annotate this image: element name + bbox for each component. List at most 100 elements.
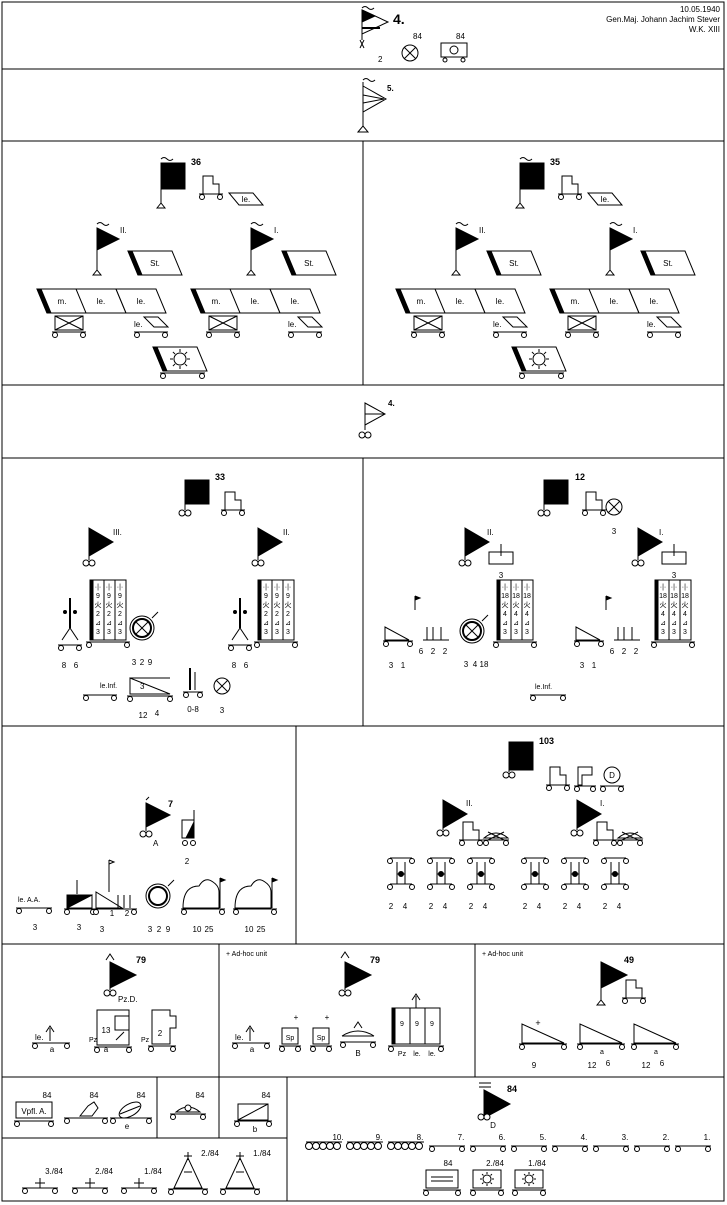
count-num: 13 bbox=[102, 1026, 111, 1035]
division-number: 4. bbox=[393, 11, 405, 27]
company-value: 3 bbox=[683, 629, 687, 636]
wheel-icon bbox=[631, 1044, 637, 1050]
company-value: ·|· bbox=[95, 584, 101, 591]
company-box: le. bbox=[474, 288, 526, 314]
supply-column-icon: 3./84 bbox=[22, 1167, 63, 1194]
wheel-icon bbox=[647, 332, 653, 338]
gun-num: 18 bbox=[480, 660, 489, 669]
b-label: b bbox=[253, 1125, 258, 1134]
wheel-icon bbox=[167, 696, 173, 702]
pioneer-icon: 3 bbox=[64, 880, 96, 932]
flag-icon bbox=[251, 527, 283, 567]
wheel-icon bbox=[689, 642, 695, 648]
supply-column-icon: 5. bbox=[511, 1133, 547, 1152]
flag-icon bbox=[139, 802, 172, 838]
unit-label: le. bbox=[97, 297, 105, 306]
staff-company-box: St. bbox=[127, 250, 183, 276]
company-value: 9 bbox=[107, 593, 111, 600]
rifle-regiment-12: 123II.3I.3·|·18火4⊿3·|·18火4⊿3·|·18火4⊿3·|·… bbox=[383, 472, 695, 701]
battalion-number: 79 bbox=[370, 955, 380, 965]
wheel-icon bbox=[234, 1121, 240, 1127]
wheel-icon bbox=[637, 840, 643, 846]
medical-icon: 84e bbox=[110, 1091, 152, 1131]
gun-num: 2 bbox=[140, 658, 145, 667]
battalion-label: III. bbox=[113, 528, 122, 537]
gun-num: 9 bbox=[148, 658, 153, 667]
wheel-icon bbox=[219, 909, 225, 915]
wheel-icon bbox=[80, 332, 86, 338]
unit-num: 84 bbox=[262, 1091, 271, 1100]
art-num: 10 bbox=[245, 925, 254, 934]
light-section-box: le. bbox=[227, 192, 265, 206]
flag-icon bbox=[436, 799, 468, 837]
wheel-icon bbox=[228, 645, 234, 651]
unit-label: le. bbox=[650, 297, 658, 306]
small-tank-icon bbox=[501, 316, 529, 328]
battery-num: 4 bbox=[537, 902, 542, 911]
company-box: m. bbox=[36, 288, 88, 314]
flak-num: 12 bbox=[642, 1061, 651, 1070]
misc-num: 2 bbox=[443, 647, 448, 656]
unit-label: le. bbox=[251, 297, 259, 306]
box-label: 84 bbox=[444, 1159, 453, 1168]
wheel-icon bbox=[102, 1188, 108, 1194]
company-value: 火 bbox=[106, 601, 113, 609]
company-num: 9 bbox=[400, 1021, 404, 1028]
unit-label: m. bbox=[58, 297, 67, 306]
wheel-icon bbox=[675, 332, 681, 338]
sub-label: 2 bbox=[185, 857, 190, 866]
pioneer-num: 12 bbox=[139, 711, 148, 720]
company-value: ·|· bbox=[263, 584, 269, 591]
flag-icon bbox=[91, 222, 121, 276]
wheel-icon bbox=[183, 692, 189, 698]
a-label: a bbox=[104, 1045, 109, 1054]
flag-icon bbox=[570, 799, 602, 837]
le-inf-label: le.Inf. bbox=[535, 684, 552, 691]
light-label: le. bbox=[647, 320, 655, 329]
gun-num: 3 bbox=[148, 925, 153, 934]
company-value: 火 bbox=[524, 601, 531, 609]
column-label: 10. bbox=[332, 1133, 343, 1142]
supply-column-icon: 1. bbox=[675, 1133, 711, 1152]
wheel-icon bbox=[439, 332, 445, 338]
wheel-icon bbox=[493, 332, 499, 338]
company-value: ·|· bbox=[513, 584, 519, 591]
unit-label: le. bbox=[291, 297, 299, 306]
flag-icon bbox=[245, 222, 275, 276]
flag-icon bbox=[595, 961, 629, 1006]
wheel-icon bbox=[370, 1042, 376, 1048]
company-value: 4 bbox=[672, 611, 676, 618]
pio-num: 3 bbox=[77, 923, 82, 932]
wk-text: W.K. XIII bbox=[689, 25, 720, 34]
company-value: 3 bbox=[525, 629, 529, 636]
company-value: 18 bbox=[670, 593, 678, 600]
wheel-icon bbox=[503, 840, 509, 846]
wheel-icon bbox=[310, 1046, 316, 1052]
tent-icon: 2./84 bbox=[168, 1149, 219, 1195]
staff-company-box: St. bbox=[486, 250, 542, 276]
wheel-icon bbox=[93, 909, 99, 915]
wheel-icon bbox=[72, 1188, 78, 1194]
flag-icon bbox=[631, 527, 663, 567]
wheel-icon bbox=[560, 695, 566, 701]
flak-num: 6 bbox=[606, 1059, 611, 1068]
hq-vehicle-icon bbox=[558, 175, 582, 200]
count-num: 2 bbox=[158, 1029, 163, 1038]
aa-label: le. A.A. bbox=[18, 897, 40, 904]
battalion-label: II. bbox=[487, 528, 494, 537]
wheel-icon bbox=[455, 1190, 461, 1196]
supply-column-icon: 2./84 bbox=[72, 1167, 113, 1194]
signal-unit-icon bbox=[401, 44, 419, 62]
supply-box-icon: 2./84 bbox=[470, 1159, 504, 1196]
x-vehicle-icon bbox=[616, 831, 644, 846]
wheel-icon bbox=[162, 332, 168, 338]
wheel-icon bbox=[46, 908, 52, 914]
battery-num: 2 bbox=[563, 902, 568, 911]
maintenance-icon: 84 bbox=[170, 1091, 206, 1120]
company-value: 18 bbox=[512, 593, 520, 600]
